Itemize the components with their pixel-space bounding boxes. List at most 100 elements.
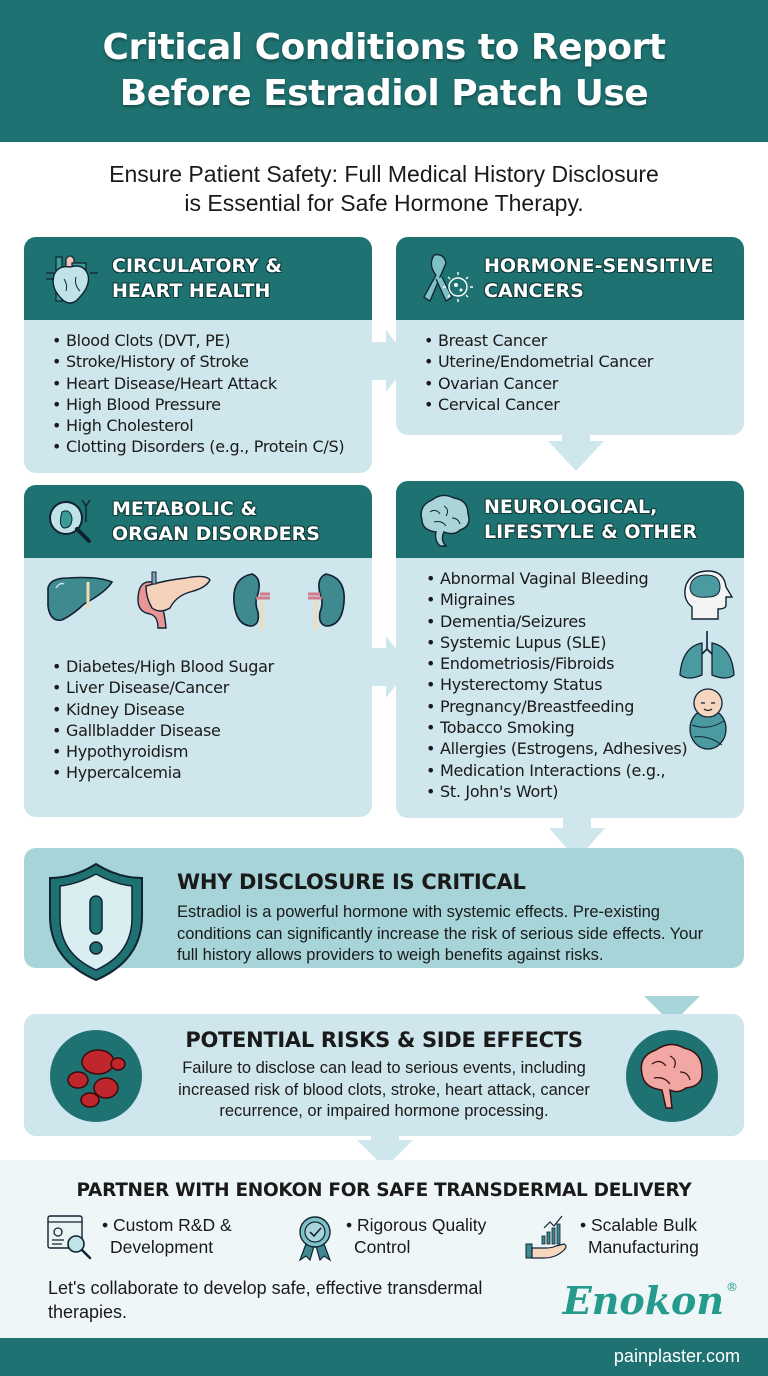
ribbon-cell-icon <box>423 253 473 302</box>
card-cancers-header: HORMONE-SENSITIVE CANCERS <box>396 237 744 320</box>
kidney-icon <box>233 573 270 630</box>
card-cancers: HORMONE-SENSITIVE CANCERS Breast Cancer … <box>396 237 744 435</box>
page-title: Critical Conditions to Report Before Est… <box>103 25 666 117</box>
feature-line: Development <box>110 1237 214 1257</box>
growth-hand-icon <box>525 1215 567 1259</box>
brain-icon <box>420 494 470 547</box>
title-line-1: Critical Conditions to Report <box>102 27 666 68</box>
list-item: Clotting Disorders (e.g., Protein C/S) <box>52 436 372 458</box>
list-item: Medication Interactions (e.g., <box>426 760 744 782</box>
list-item: Stroke/History of Stroke <box>52 351 372 373</box>
feature-rnd: • Custom R&D & Development <box>46 1214 232 1262</box>
flow-arrow-down-icon <box>357 1136 413 1168</box>
card-metabolic-title: METABOLIC & ORGAN DISORDERS <box>112 497 320 547</box>
list-item: Tobacco Smoking <box>426 717 744 739</box>
quality-badge-icon <box>298 1216 332 1262</box>
feature-line: • Rigorous Quality <box>346 1215 487 1235</box>
list-item: Cervical Cancer <box>424 394 744 416</box>
circulatory-list: Blood Clots (DVT, PE) Stroke/History of … <box>24 320 372 458</box>
list-item: Hypercalcemia <box>52 762 372 784</box>
list-item: Ovarian Cancer <box>424 373 744 395</box>
list-item: Allergies (Estrogens, Adhesives) <box>426 738 744 760</box>
baby-icon <box>689 688 727 750</box>
title-line: HEART HEALTH <box>112 279 271 302</box>
card-circulatory-header: CIRCULATORY & HEART HEALTH <box>24 237 372 320</box>
metabolic-list: Diabetes/High Blood Sugar Liver Disease/… <box>24 632 372 784</box>
title-line: HORMONE-SENSITIVE <box>484 254 714 277</box>
feature-manufacturing: • Scalable Bulk Manufacturing <box>524 1214 699 1262</box>
brain-icon <box>626 1030 718 1122</box>
title-line: NEUROLOGICAL, <box>484 495 658 518</box>
title-line-2: Before Estradiol Patch Use <box>119 73 649 114</box>
list-item: Abnormal Vaginal Bleeding <box>426 568 744 590</box>
list-item: Liver Disease/Cancer <box>52 677 372 699</box>
title-line: CANCERS <box>484 279 584 302</box>
card-metabolic: METABOLIC & ORGAN DISORDERS Diabetes/Hig… <box>24 485 372 817</box>
flow-arrow-down-icon <box>644 996 700 1024</box>
list-item: Dementia/Seizures <box>426 611 744 633</box>
feature-manufacturing-text: • Scalable Bulk Manufacturing <box>580 1214 699 1258</box>
list-item: Hysterectomy Status <box>426 674 744 696</box>
list-item: High Cholesterol <box>52 415 372 437</box>
research-icon <box>47 1215 92 1260</box>
kidney-icon <box>308 573 345 630</box>
list-item: Pregnancy/Breastfeeding <box>426 696 744 718</box>
registered-mark: ® <box>726 1280 738 1294</box>
list-item: High Blood Pressure <box>52 394 372 416</box>
risks-body: Failure to disclose can lead to serious … <box>178 1059 590 1120</box>
card-neuro: NEUROLOGICAL, LIFESTYLE & OTHER Abnormal… <box>396 481 744 818</box>
flow-arrow-down-icon <box>549 818 605 860</box>
card-metabolic-header: METABOLIC & ORGAN DISORDERS <box>24 485 372 558</box>
flow-arrow-right-icon <box>372 330 410 392</box>
list-item: Gallbladder Disease <box>52 720 372 742</box>
feature-line: Manufacturing <box>588 1237 699 1257</box>
feature-quality: • Rigorous Quality Control <box>290 1214 486 1262</box>
list-item-continuation: St. John's Wort) <box>426 781 744 803</box>
organ-icons-row <box>24 558 372 632</box>
list-item: Hypothyroidism <box>52 741 372 763</box>
subtitle-line-2: is Essential for Safe Hormone Therapy. <box>184 190 584 216</box>
title-line: METABOLIC & <box>112 497 258 520</box>
card-cancers-title: HORMONE-SENSITIVE CANCERS <box>484 254 714 304</box>
flow-arrow-right-icon <box>372 636 410 698</box>
liver-icon <box>47 576 114 622</box>
partner-title: PARTNER WITH ENOKON FOR SAFE TRANSDERMAL… <box>76 1180 692 1201</box>
list-item: Migraines <box>426 589 744 611</box>
list-item: Uterine/Endometrial Cancer <box>424 351 744 373</box>
subtitle: Ensure Patient Safety: Full Medical Hist… <box>0 160 768 218</box>
risks-panel: POTENTIAL RISKS & SIDE EFFECTS Failure t… <box>24 1014 744 1136</box>
pancreas-icon <box>137 571 211 629</box>
cancers-list: Breast Cancer Uterine/Endometrial Cancer… <box>396 320 744 415</box>
why-title: WHY DISCLOSURE IS CRITICAL <box>177 870 526 894</box>
card-circulatory-title: CIRCULATORY & HEART HEALTH <box>112 254 282 304</box>
feature-line: Control <box>354 1237 411 1257</box>
footer-url[interactable]: painplaster.com <box>613 1346 740 1366</box>
head-brain-icon <box>684 570 734 620</box>
list-item: Blood Clots (DVT, PE) <box>52 330 372 352</box>
lungs-icon <box>679 631 735 679</box>
why-body: Estradiol is a powerful hormone with sys… <box>177 903 704 964</box>
feature-quality-text: • Rigorous Quality Control <box>346 1214 486 1258</box>
list-item: Heart Disease/Heart Attack <box>52 373 372 395</box>
list-item: Breast Cancer <box>424 330 744 352</box>
list-item: Diabetes/High Blood Sugar <box>52 656 372 678</box>
shield-alert-icon <box>49 862 143 982</box>
feature-line: • Custom R&D & <box>102 1215 232 1235</box>
title-line: LIFESTYLE & OTHER <box>484 520 698 543</box>
heart-icon <box>46 254 98 304</box>
neuro-list: Abnormal Vaginal Bleeding Migraines Deme… <box>396 558 744 803</box>
flow-arrow-down-icon <box>548 435 604 471</box>
footer: painplaster.com <box>0 1338 768 1376</box>
risks-title: POTENTIAL RISKS & SIDE EFFECTS <box>185 1028 583 1052</box>
list-item: Endometriosis/Fibroids <box>426 653 744 675</box>
title-line: ORGAN DISORDERS <box>112 522 320 545</box>
card-circulatory: CIRCULATORY & HEART HEALTH Blood Clots (… <box>24 237 372 473</box>
feature-rnd-text: • Custom R&D & Development <box>102 1214 232 1258</box>
magnifier-gallbladder-icon <box>49 499 91 543</box>
page-header: Critical Conditions to Report Before Est… <box>0 0 768 142</box>
enokon-logo: Enokon® <box>563 1278 738 1323</box>
why-disclosure-panel: WHY DISCLOSURE IS CRITICAL Estradiol is … <box>24 848 744 982</box>
feature-line: • Scalable Bulk <box>580 1215 698 1235</box>
logo-text: Enokon <box>562 1278 724 1323</box>
list-item: Kidney Disease <box>52 699 372 721</box>
